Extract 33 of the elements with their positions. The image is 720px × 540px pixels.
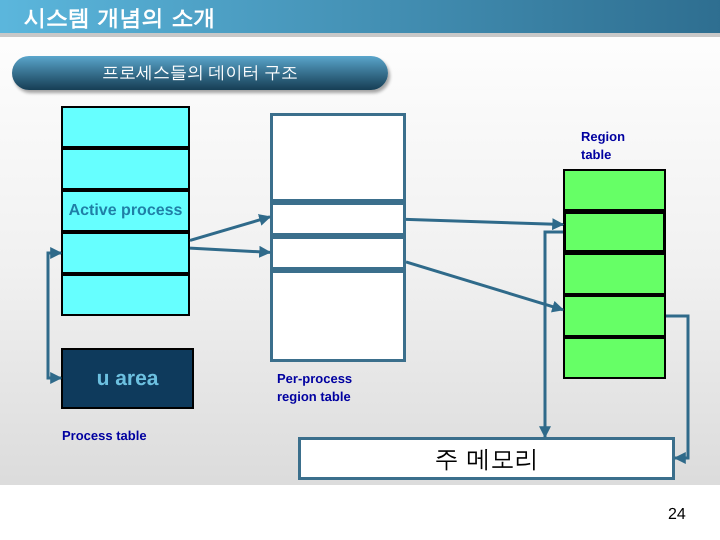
table-row: [563, 295, 666, 337]
table-row: [61, 190, 190, 232]
u-area-box: [61, 348, 194, 409]
page-number: 24: [668, 505, 687, 525]
slide-title: 시스템 개념의 소개: [24, 5, 216, 33]
arrow: [190, 214, 272, 242]
table-row: [61, 106, 190, 148]
table-row: [270, 270, 406, 362]
table-caption: Region table: [581, 128, 626, 164]
memory-box: [298, 437, 675, 480]
arrow: [190, 246, 272, 258]
caption-text: Process table: [62, 427, 148, 445]
table-row: [61, 148, 190, 190]
table-row: [270, 236, 406, 270]
node-text: 주 메모리: [434, 444, 538, 475]
table-row: [563, 253, 666, 295]
table-row: [563, 337, 666, 379]
arrow: [46, 247, 62, 384]
section-banner: [12, 56, 388, 90]
table-row: [563, 169, 666, 211]
table-row: [61, 232, 190, 274]
table-row: [270, 113, 406, 202]
arrow: [666, 314, 690, 464]
node-text: Active process: [68, 201, 182, 221]
node-text: 프로세스들의 데이터 구조: [102, 62, 298, 84]
table-row: [270, 202, 406, 236]
arrow: [406, 218, 564, 230]
node-text: u area: [96, 366, 158, 392]
table-row: [61, 274, 190, 316]
arrow: [539, 230, 563, 438]
caption-text: Per-process region table: [277, 370, 354, 406]
table-row: [563, 211, 666, 253]
arrow: [406, 260, 564, 312]
